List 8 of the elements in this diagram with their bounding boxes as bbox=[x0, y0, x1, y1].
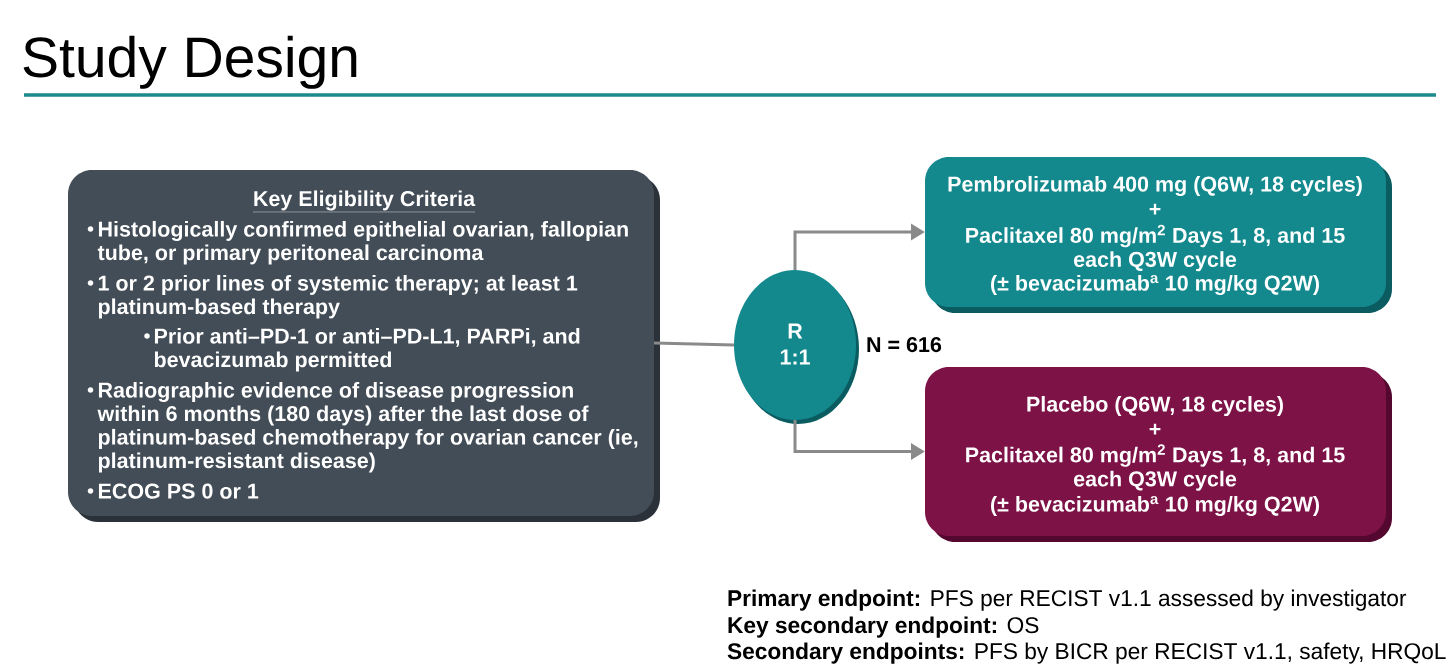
oval-label: R bbox=[788, 323, 803, 339]
endpoint-note: Primary endpoint: PFS per RECIST v1.1 assessed by investigator bbox=[728, 589, 1407, 611]
oval-label: 1:1 bbox=[780, 349, 810, 365]
sample-size-label: N = 616 bbox=[867, 337, 942, 353]
title: Study Design bbox=[23, 35, 357, 89]
endpoint-note: Secondary endpoints: PFS by BICR per RECIST v1.1, safety, HRQoL bbox=[727, 642, 1446, 664]
connector-line bbox=[653, 341, 735, 347]
endpoint-note: Key secondary endpoint: OS bbox=[728, 616, 1039, 638]
